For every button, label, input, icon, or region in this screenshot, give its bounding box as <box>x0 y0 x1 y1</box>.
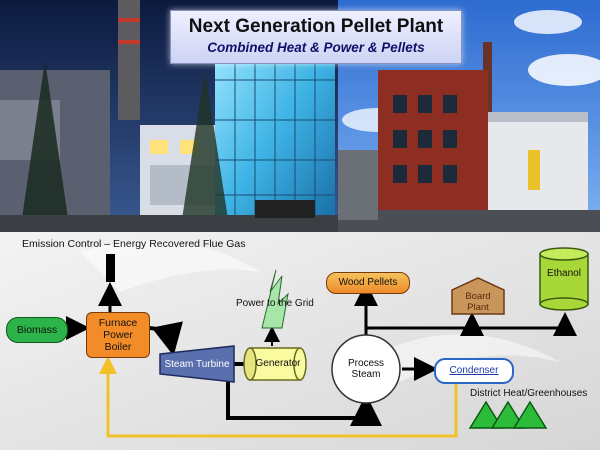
biomass-node: Biomass <box>6 317 68 343</box>
generator-label: Generator <box>255 358 301 370</box>
flue-stack <box>106 254 115 282</box>
title-box: Next Generation Pellet Plant Combined He… <box>170 10 462 64</box>
condenser-node: Condenser <box>434 358 514 384</box>
furnace-label: Furnace Power Boiler <box>98 316 138 354</box>
board-plant-shape <box>451 277 505 315</box>
slide-title: Next Generation Pellet Plant <box>188 16 444 37</box>
steam-turbine-shape <box>159 345 235 383</box>
ethanol-label: Ethanol <box>547 268 581 280</box>
power-grid-icon <box>261 269 289 329</box>
wood-pellets-label: Wood Pellets <box>338 277 398 289</box>
power-grid-label: Power to the Grid <box>236 298 314 309</box>
greenhouse-icon <box>468 400 548 429</box>
steam-turbine-node: Steam Turbine <box>160 354 234 376</box>
board-plant-node: Board Plant <box>454 291 502 314</box>
emission-heading: Emission Control – Energy Recovered Flue… <box>22 238 246 250</box>
slide-subtitle: Combined Heat & Power & Pellets <box>207 40 425 55</box>
biomass-label: Biomass <box>16 323 58 336</box>
generator-node: Generator <box>254 354 302 374</box>
process-flow-diagram: Emission Control – Energy Recovered Flue… <box>0 232 600 450</box>
ethanol-node: Ethanol <box>540 264 588 284</box>
wood-pellets-node: Wood Pellets <box>326 272 410 294</box>
process-steam-shape <box>331 334 401 404</box>
ethanol-tank <box>539 247 589 311</box>
district-heat-label: District Heat/Greenhouses <box>470 388 588 399</box>
process-steam-label: Process Steam <box>347 357 385 381</box>
steam-turbine-label: Steam Turbine <box>164 359 230 371</box>
condenser-label: Condenser <box>449 365 499 377</box>
process-steam-node: Process Steam <box>336 352 396 386</box>
furnace-node: Furnace Power Boiler <box>86 312 150 358</box>
generator-shape <box>243 347 307 381</box>
board-plant-label: Board Plant <box>465 291 491 313</box>
